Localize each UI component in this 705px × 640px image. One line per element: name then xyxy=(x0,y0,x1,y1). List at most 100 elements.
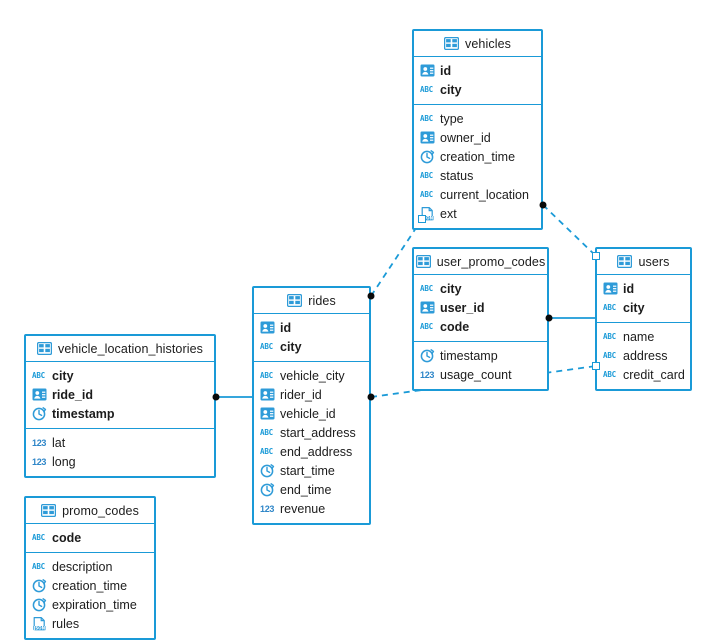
edge-endpoint-square xyxy=(592,362,600,370)
column-name: rules xyxy=(52,616,80,631)
json-file-icon: JSON xyxy=(32,616,47,631)
column-name: revenue xyxy=(280,501,326,516)
abc-string-icon: ABC xyxy=(420,114,433,123)
svg-text:JSON: JSON xyxy=(33,625,46,630)
column-row: ABC city xyxy=(26,366,214,385)
abc-string-icon: ABC xyxy=(260,342,273,351)
column-row: vehicle_id xyxy=(254,404,369,423)
column-row: creation_time xyxy=(26,576,154,595)
column-row: ABC start_address xyxy=(254,423,369,442)
id-card-icon xyxy=(32,387,47,402)
column-name: city xyxy=(440,281,462,296)
table-header[interactable]: user_promo_codes xyxy=(414,249,547,275)
123-number-icon: 123 xyxy=(260,504,275,514)
column-row: 123 revenue xyxy=(254,499,369,518)
column-name: city xyxy=(440,82,462,97)
column-row: start_time xyxy=(254,461,369,480)
column-name: code xyxy=(52,530,82,545)
abc-string-icon: ABC xyxy=(603,303,616,312)
column-name: code xyxy=(440,319,470,334)
123-number-icon: 123 xyxy=(32,457,47,467)
table-header[interactable]: promo_codes xyxy=(26,498,154,524)
abc-string-icon: ABC xyxy=(260,428,273,437)
clock-icon xyxy=(260,482,275,497)
id-card-icon xyxy=(603,281,618,296)
column-name: rider_id xyxy=(280,387,322,402)
column-name: end_address xyxy=(280,444,353,459)
column-name: name xyxy=(623,329,655,344)
edge-endpoint-dot xyxy=(212,393,220,401)
table-title: users xyxy=(638,254,670,269)
column-name: credit_card xyxy=(623,367,685,382)
column-row: user_id xyxy=(414,298,547,317)
table-title: vehicle_location_histories xyxy=(57,341,204,356)
abc-string-icon: ABC xyxy=(32,371,45,380)
column-row: rider_id xyxy=(254,385,369,404)
table-header[interactable]: rides xyxy=(254,288,369,314)
column-row: ABC city xyxy=(597,298,690,317)
abc-string-icon: ABC xyxy=(32,562,45,571)
column-name: expiration_time xyxy=(52,597,137,612)
column-name: id xyxy=(280,320,292,335)
id-card-icon xyxy=(260,320,275,335)
column-name: user_id xyxy=(440,300,485,315)
column-row: timestamp xyxy=(26,404,214,423)
edge-endpoint-dot xyxy=(545,314,553,322)
table-header[interactable]: vehicle_location_histories xyxy=(26,336,214,362)
clock-icon xyxy=(420,348,435,363)
table-header[interactable]: users xyxy=(597,249,690,275)
column-name: start_time xyxy=(280,463,335,478)
column-name: start_address xyxy=(280,425,356,440)
column-name: timestamp xyxy=(440,348,498,363)
123-number-icon: 123 xyxy=(420,370,435,380)
column-name: end_time xyxy=(280,482,332,497)
column-row: owner_id xyxy=(414,128,541,147)
column-name: vehicle_id xyxy=(280,406,336,421)
table-header[interactable]: vehicles xyxy=(414,31,541,57)
clock-icon xyxy=(32,578,47,593)
column-name: id xyxy=(440,63,452,78)
column-group: timestamp 123 usage_count xyxy=(414,342,547,389)
column-name: creation_time xyxy=(52,578,128,593)
column-name: ext xyxy=(440,206,457,221)
column-row: end_time xyxy=(254,480,369,499)
clock-icon xyxy=(420,149,435,164)
column-name: city xyxy=(52,368,74,383)
id-card-icon xyxy=(420,63,435,78)
id-card-icon xyxy=(420,300,435,315)
id-card-icon xyxy=(260,387,275,402)
table-grid-icon xyxy=(415,255,431,268)
column-row: ride_id xyxy=(26,385,214,404)
column-name: usage_count xyxy=(440,367,512,382)
edge-vehicles-users xyxy=(542,204,597,257)
column-name: lat xyxy=(52,435,66,450)
clock-icon xyxy=(260,463,275,478)
abc-string-icon: ABC xyxy=(603,351,616,360)
column-row: expiration_time xyxy=(26,595,154,614)
abc-string-icon: ABC xyxy=(603,370,616,379)
column-name: city xyxy=(623,300,645,315)
